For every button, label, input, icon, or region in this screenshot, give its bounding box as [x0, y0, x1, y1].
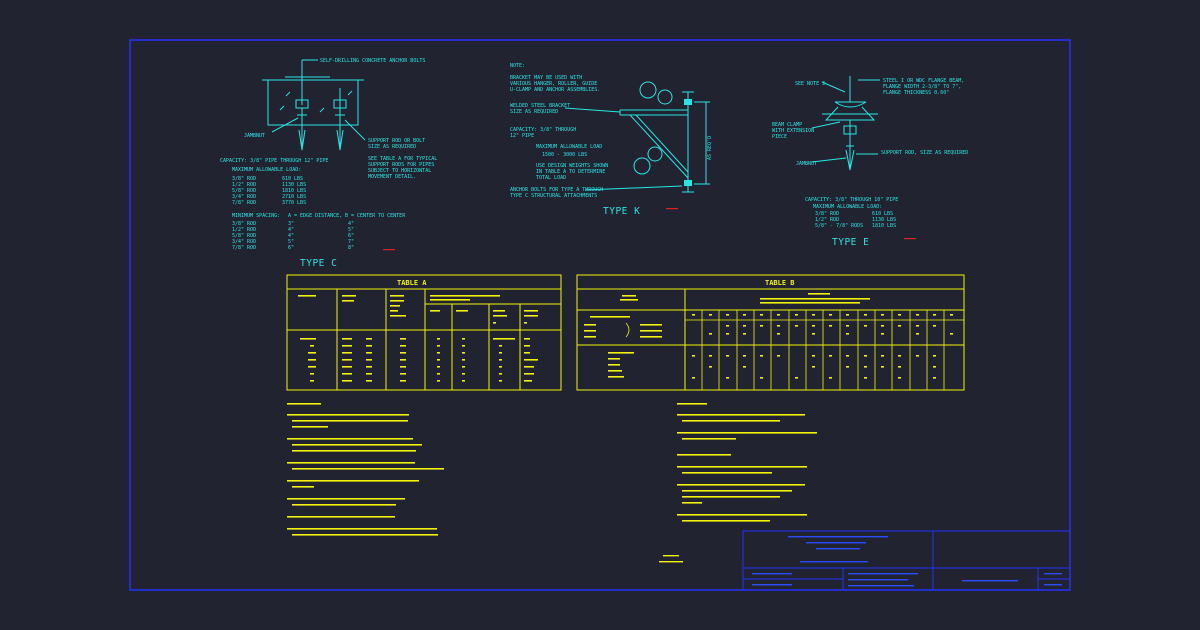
spacing-size: 1/2" ROD	[232, 227, 256, 233]
spacing-b: 8"	[348, 245, 354, 251]
table-b-title: TABLE B	[765, 279, 795, 287]
table-a: TABLE A	[286, 274, 562, 391]
spacing-a: 4"	[288, 227, 294, 233]
title-block-text	[752, 536, 1062, 587]
type-k-detail: AS REQ'D NOTE: BRACKET MAY BE USED WITH …	[510, 63, 713, 217]
sheet-border	[129, 39, 1071, 591]
load-size: 3/8" ROD	[815, 211, 839, 217]
general-notes-right	[677, 403, 817, 522]
load-value: 3770 LBS	[282, 200, 306, 206]
spacing-b: 6"	[348, 233, 354, 239]
load-value: 610 LBS	[282, 176, 303, 182]
type-k-note: VARIOUS HANGER, ROLLER, GUIDE	[510, 81, 597, 87]
type-k-note: TYPE C STRUCTURAL ATTACHMENTS	[510, 193, 597, 199]
type-c-callout: JAMBNUT	[244, 133, 265, 139]
spacing-size: 5/8" ROD	[232, 233, 256, 239]
load-value: 1130 LBS	[872, 217, 896, 223]
load-size: 5/8" ROD	[232, 188, 256, 194]
type-e-callout: PIECE	[772, 134, 787, 140]
title-block	[742, 530, 1071, 591]
table-b: TABLE B	[576, 274, 965, 391]
type-c-max-load-label: MAXIMUM ALLOWABLE LOAD:	[232, 167, 301, 173]
type-e-callout: WITH EXTENSION	[772, 128, 814, 134]
type-k-note: 12" PIPE	[510, 133, 534, 139]
load-size: 3/8" ROD	[232, 176, 256, 182]
spacing-b: 7"	[348, 239, 354, 245]
type-e-callout: JAMBNUT	[796, 161, 817, 167]
spacing-size: 3/8" ROD	[232, 221, 256, 227]
type-e-callout: SEE NOTE 2	[795, 81, 825, 87]
type-k-note: IN TABLE A TO DETERMINE	[536, 169, 605, 175]
type-k-note: U-CLAMP AND ANCHOR ASSEMBLIES.	[510, 87, 600, 93]
red-mark	[666, 208, 678, 210]
type-c-callout: SUPPORT RODS FOR PIPES	[368, 162, 434, 168]
spacing-a: 3"	[288, 221, 294, 227]
type-k-note: WELDED STEEL BRACKET	[510, 103, 570, 109]
type-e-callout: STEEL I OR WDC FLANGE BEAM,	[883, 78, 964, 84]
type-c-callout: MOVEMENT DETAIL.	[368, 174, 416, 180]
load-value: 610 LBS	[872, 211, 893, 217]
spacing-a: 6"	[288, 245, 294, 251]
load-size: 1/2" ROD	[232, 182, 256, 188]
spacing-a: 5"	[288, 239, 294, 245]
type-e-callout: SUPPORT ROD, SIZE AS REQUIRED	[881, 150, 968, 156]
type-k-note: BRACKET MAY BE USED WITH	[510, 75, 582, 81]
type-k-note: USE DESIGN WEIGHTS SHOWN	[536, 163, 608, 169]
spacing-b: 4"	[348, 221, 354, 227]
type-c-callout: SUPPORT ROD OR BOLT	[368, 138, 425, 144]
spacing-size: 3/4" ROD	[232, 239, 256, 245]
type-e-capacity: CAPACITY: 3/8" THROUGH 10" PIPE	[805, 197, 898, 203]
approval-stamp	[659, 555, 683, 563]
type-k-note: CAPACITY: 3/8" THROUGH	[510, 127, 576, 133]
type-k-note: NOTE:	[510, 63, 525, 69]
type-c-spacing-a: A = EDGE DISTANCE,	[288, 213, 342, 219]
type-k-dim: AS REQ'D	[707, 136, 713, 160]
type-k-note: TOTAL LOAD	[536, 175, 566, 181]
type-k-label: TYPE K	[603, 206, 640, 217]
type-c-detail: SELF-DRILLING CONCRETE ANCHOR BOLTS JAMB…	[220, 58, 437, 269]
load-size: 3/4" ROD	[232, 194, 256, 200]
load-value: 2710 LBS	[282, 194, 306, 200]
load-value: 1810 LBS	[282, 188, 306, 194]
load-size: 1/2" ROD	[815, 217, 839, 223]
type-e-callout: FLANGE THICKNESS 0.60"	[883, 90, 949, 96]
type-k-note: MAXIMUM ALLOWABLE LOAD	[536, 144, 602, 150]
load-value: 1810 LBS	[872, 223, 896, 229]
type-k-note: 1500 - 3000 LBS	[542, 152, 587, 158]
type-k-note: SIZE AS REQUIRED	[510, 109, 558, 115]
type-e-callout: FLANGE WIDTH 2-3/8" TO 7",	[883, 84, 961, 90]
type-c-callout: SEE TABLE A FOR TYPICAL	[368, 156, 437, 162]
spacing-a: 4"	[288, 233, 294, 239]
type-e-max-load-label: MAXIMUM ALLOWABLE LOAD:	[813, 204, 882, 210]
type-c-label: TYPE C	[300, 258, 337, 269]
type-c-spacing-label: MINIMUM SPACING:	[232, 213, 280, 219]
type-e-detail: SEE NOTE 2 STEEL I OR WDC FLANGE BEAM, F…	[772, 76, 968, 248]
type-e-label: TYPE E	[832, 237, 869, 248]
load-size: 5/8" - 7/8" RODS	[815, 223, 863, 229]
red-mark	[904, 238, 916, 240]
load-size: 7/8" ROD	[232, 200, 256, 206]
red-mark	[383, 249, 395, 251]
type-c-callout: SUBJECT TO HORIZONTAL	[368, 168, 431, 174]
table-a-title: TABLE A	[397, 279, 427, 287]
type-c-spacing-b: B = CENTER TO CENTER	[345, 213, 406, 219]
type-e-callout: BEAM CLAMP	[772, 122, 802, 128]
type-c-callout: SIZE AS REQUIRED	[368, 144, 416, 150]
type-c-capacity: CAPACITY: 3/8" PIPE THROUGH 12" PIPE	[220, 158, 328, 164]
type-c-callout: SELF-DRILLING CONCRETE ANCHOR BOLTS	[320, 58, 425, 64]
load-value: 1130 LBS	[282, 182, 306, 188]
spacing-size: 7/8" ROD	[232, 245, 256, 251]
type-k-note: ANCHOR BOLTS FOR TYPE A THROUGH	[510, 187, 603, 193]
general-notes-left	[287, 403, 444, 536]
spacing-b: 5"	[348, 227, 354, 233]
